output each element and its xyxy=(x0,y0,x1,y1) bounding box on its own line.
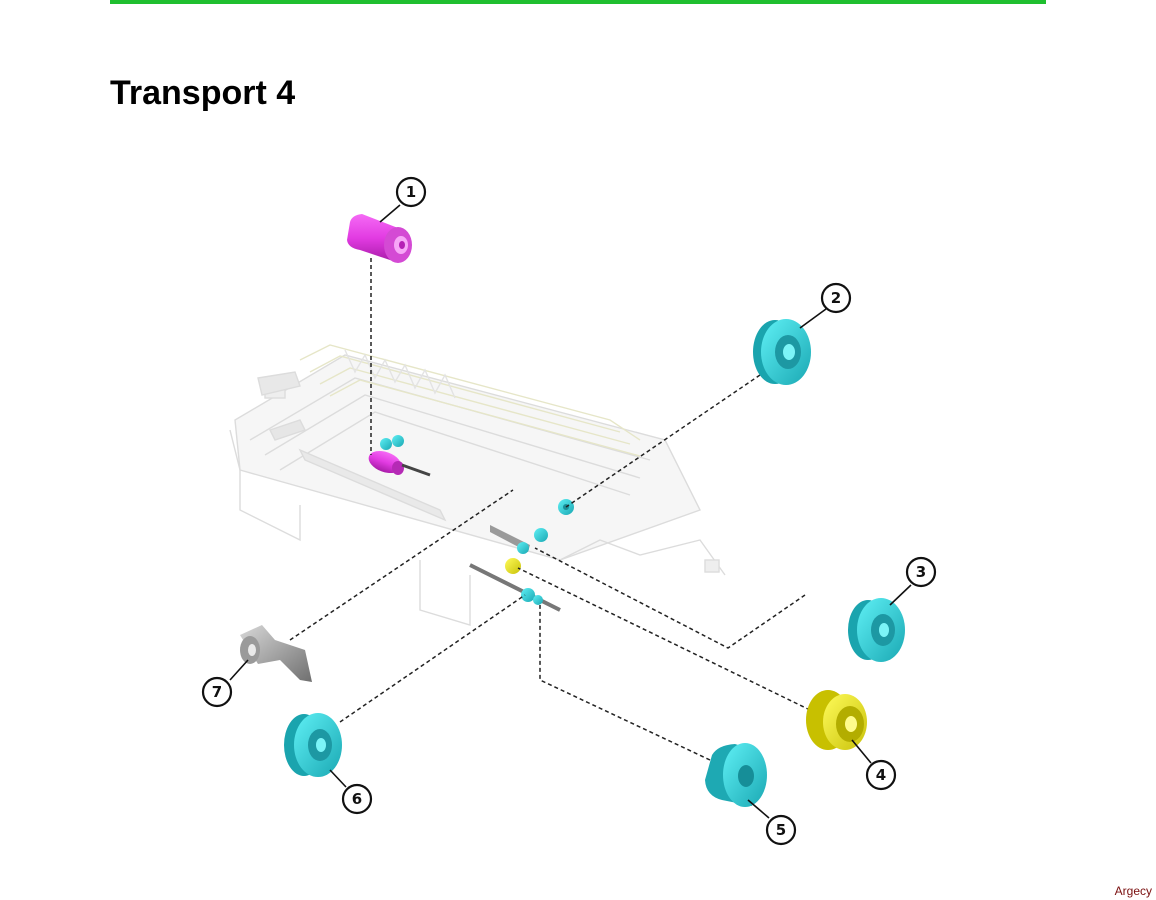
accent-bar xyxy=(110,0,1046,4)
svg-text:5: 5 xyxy=(776,821,786,839)
transport-assembly-ghost xyxy=(229,344,726,626)
cyan-roller-icon xyxy=(284,713,342,777)
assembly-small-parts xyxy=(368,435,574,612)
svg-text:4: 4 xyxy=(876,766,886,784)
callout-6: 6 xyxy=(341,783,373,815)
svg-text:6: 6 xyxy=(352,790,362,808)
callout-1: 1 xyxy=(395,176,427,208)
magenta-roller-icon xyxy=(347,214,412,263)
callout-leaders xyxy=(229,204,912,819)
cyan-roller-icon xyxy=(705,743,767,807)
dashed-leader-lines xyxy=(289,258,811,761)
callout-7: 7 xyxy=(201,676,233,708)
yellow-gear-roller-icon xyxy=(806,690,867,750)
svg-text:3: 3 xyxy=(916,563,926,581)
gray-lever-icon xyxy=(240,625,312,682)
svg-text:1: 1 xyxy=(406,183,416,201)
callout-3: 3 xyxy=(905,556,937,588)
callout-5: 5 xyxy=(765,814,797,846)
watermark: Argecy xyxy=(1114,884,1152,898)
svg-text:2: 2 xyxy=(831,289,841,307)
svg-text:7: 7 xyxy=(212,683,222,701)
cyan-roller-icon xyxy=(753,319,811,385)
cyan-roller-icon xyxy=(848,598,905,662)
callout-4: 4 xyxy=(865,759,897,791)
callout-2: 2 xyxy=(820,282,852,314)
page-title: Transport 4 xyxy=(110,74,296,112)
